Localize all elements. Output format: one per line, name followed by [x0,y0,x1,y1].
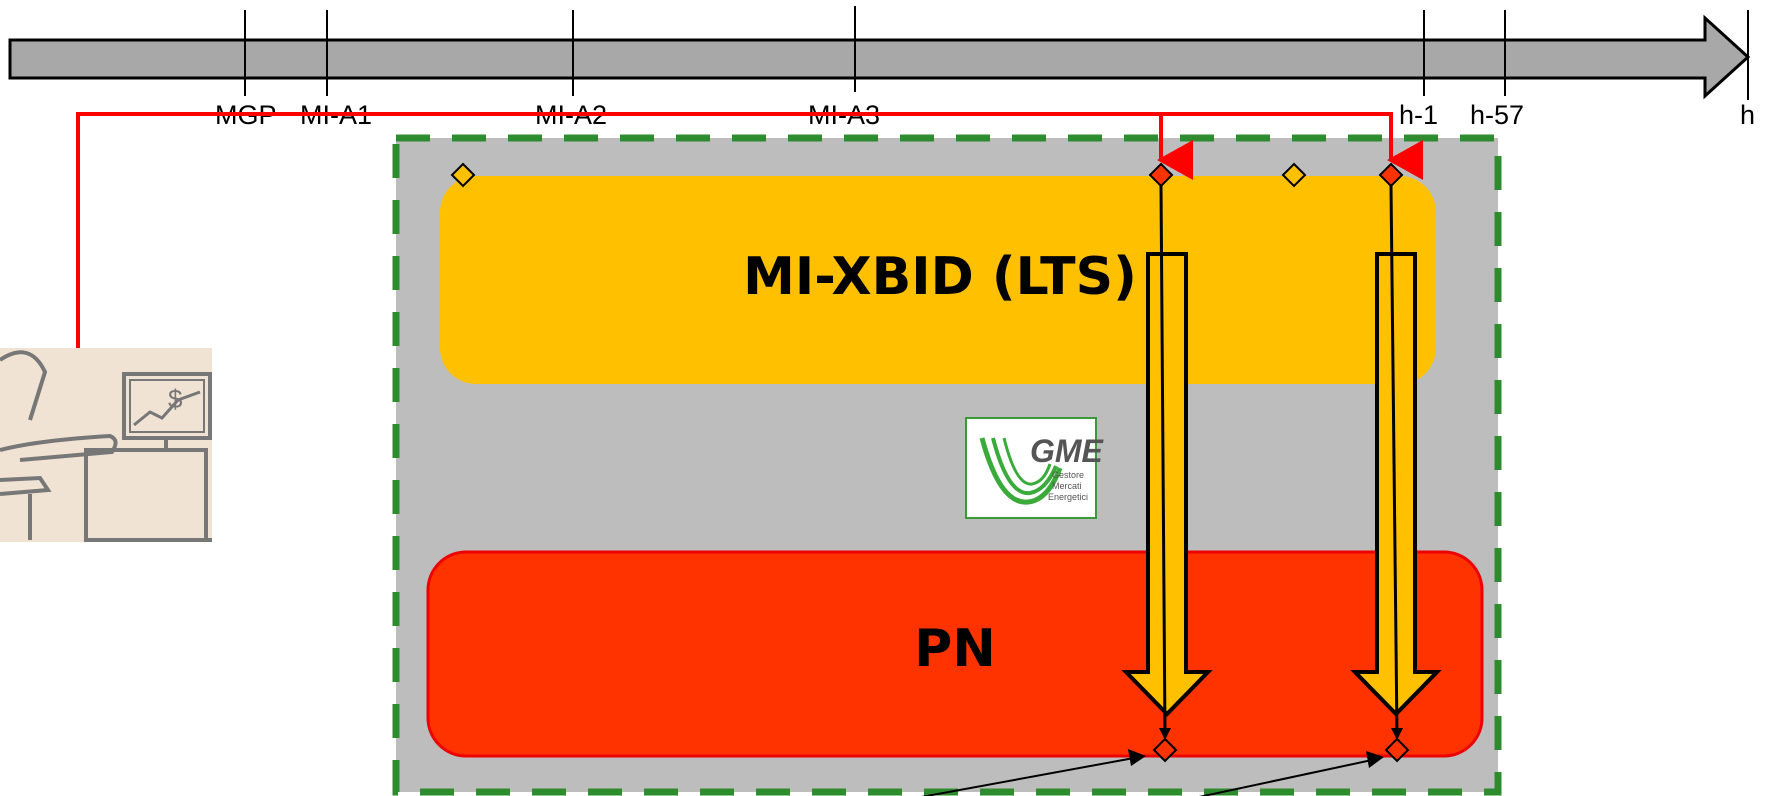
gme-logo-line1: Gestore [1052,470,1084,480]
gme-logo-brand: GME [1030,433,1105,469]
gme-logo-icon: GME Gestore Mercati Energetici [966,418,1105,518]
trader-desk-icon: $ [0,348,212,542]
pn-title: PN [914,619,996,679]
timeline-bar [10,18,1748,96]
tick-label-h-1: h-1 [1399,100,1438,130]
tick-label-h: h [1740,100,1755,130]
xbid-title: MI-XBID (LTS) [743,247,1137,307]
gme-logo-line3: Energetici [1048,492,1088,502]
gme-logo-line2: Mercati [1052,481,1082,491]
tick-label-h-57: h-57 [1470,100,1524,130]
timeline: MGP MI-A1 MI-A2 MI-A3 h-1 h-57 h [10,6,1755,130]
currency-symbol: $ [168,384,183,414]
